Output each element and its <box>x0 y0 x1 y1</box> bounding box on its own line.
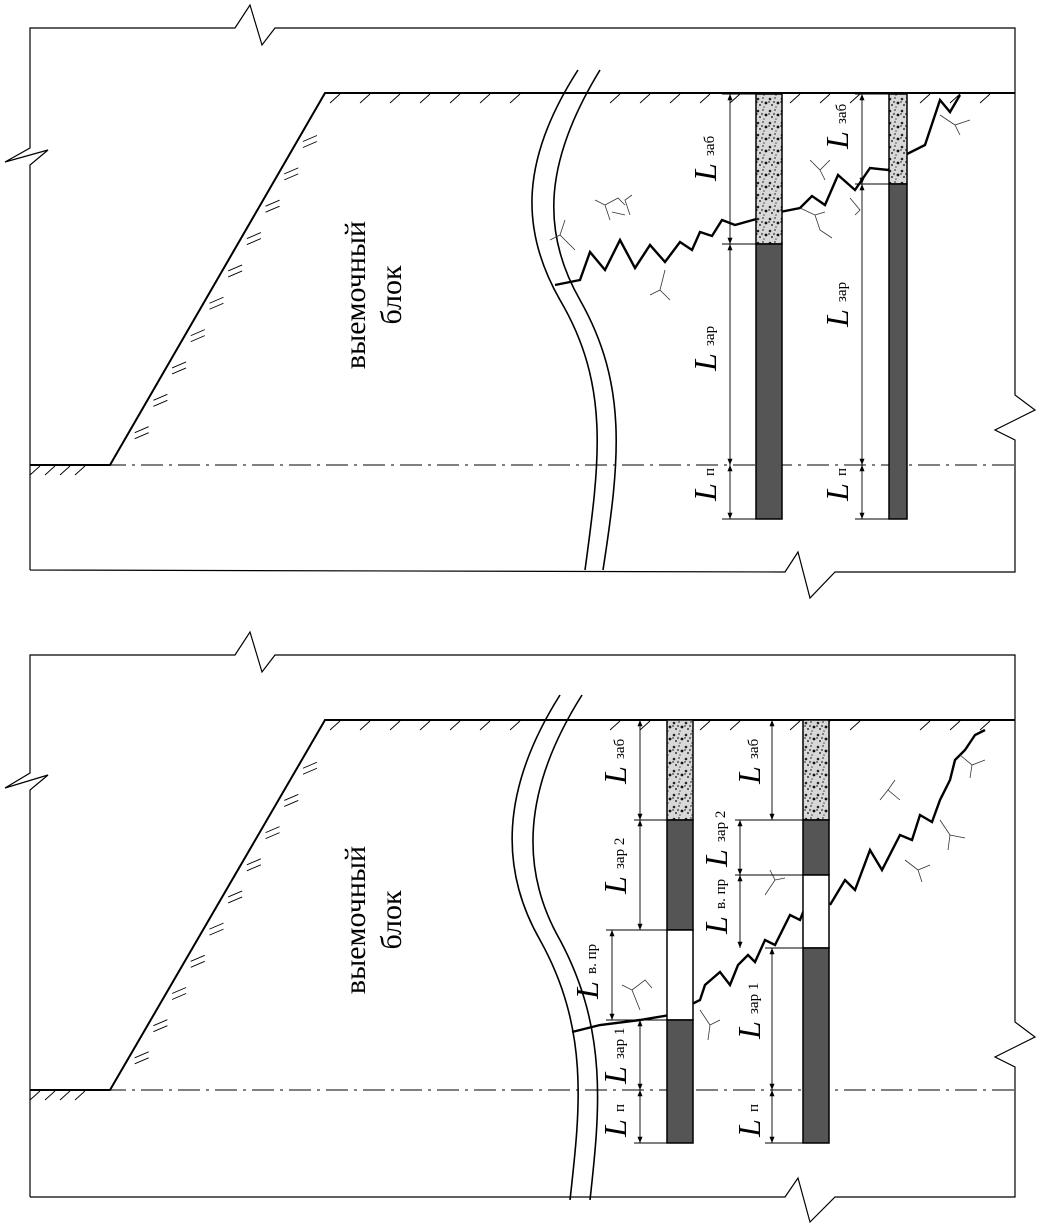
svg-text:зар 1: зар 1 <box>612 1028 628 1059</box>
label-l-charge2-h2-bottom: L зар 2 <box>698 811 734 868</box>
svg-text:заб: заб <box>702 135 718 156</box>
svg-text:зар: зар <box>702 326 718 346</box>
label-l-stemming-h2-bottom: L заб <box>731 738 767 784</box>
stemming-fill <box>666 719 694 821</box>
label-l-subdrill-h2-top: L п <box>819 468 855 502</box>
label-l-subdrill-h1-bottom: L п <box>597 1104 633 1138</box>
blast-hole-2-bottom <box>802 719 830 1144</box>
svg-text:заб: заб <box>612 738 628 759</box>
stemming-fill <box>802 719 830 821</box>
fracture-line-bottom-right <box>828 728 986 906</box>
svg-text:L: L <box>569 981 605 1000</box>
svg-text:L: L <box>597 1066 633 1085</box>
svg-text:п: п <box>702 468 718 476</box>
stemming-fill <box>888 93 908 185</box>
label-l-airgap-h1-bottom: L в. пр <box>569 944 605 1000</box>
svg-text:L: L <box>597 1119 633 1138</box>
svg-text:в. пр: в. пр <box>584 944 600 974</box>
blast-hole-1-bottom <box>666 719 694 1144</box>
frame-top <box>4 3 1037 600</box>
fracture-branches-top <box>549 114 971 301</box>
break-line-top-b <box>553 69 617 571</box>
svg-text:п: п <box>834 468 850 476</box>
svg-text:L: L <box>597 876 633 895</box>
charge-column <box>755 243 783 520</box>
label-l-charge-h2-top: L зар <box>819 282 855 328</box>
svg-text:L: L <box>819 483 855 502</box>
svg-text:выемочный: выемочный <box>339 846 372 994</box>
stemming-fill <box>755 93 783 245</box>
panel-split-charge: L заб L зар 2 L в. пр L зар 1 L п L заб … <box>4 630 1037 1224</box>
break-line-bottom-a <box>511 694 579 1201</box>
svg-text:L: L <box>597 766 633 785</box>
svg-text:зар 2: зар 2 <box>612 838 628 869</box>
svg-text:L: L <box>687 483 723 502</box>
label-l-charge2-h1-bottom: L зар 2 <box>597 838 633 895</box>
dimensions-hole-1-top <box>722 93 756 520</box>
svg-text:выемочный: выемочный <box>339 221 372 369</box>
label-l-subdrill-h1-top: L п <box>687 468 723 502</box>
svg-text:L: L <box>731 1119 767 1138</box>
charge-lower-column <box>802 947 830 1144</box>
svg-text:блок: блок <box>375 265 408 324</box>
label-l-airgap-h2-bottom: L в. пр <box>698 879 734 935</box>
svg-text:L: L <box>731 766 767 785</box>
charge-column <box>888 183 908 520</box>
block-label-top: выемочный блок <box>339 221 408 369</box>
label-l-charge1-h2-bottom: L зар 1 <box>731 983 767 1040</box>
svg-text:зар 1: зар 1 <box>746 983 762 1014</box>
block-label-bottom: выемочный блок <box>339 846 408 994</box>
ground-hatch-top <box>29 93 991 476</box>
svg-text:в. пр: в. пр <box>713 879 729 909</box>
svg-text:зар: зар <box>834 282 850 302</box>
label-l-stemming-h2-top: L заб <box>819 103 855 149</box>
charge-upper-column <box>802 819 830 876</box>
dimensions-hole-2-top <box>855 93 889 520</box>
svg-text:заб: заб <box>746 738 762 759</box>
bench-surface-top <box>30 92 1015 466</box>
label-l-charge1-h1-bottom: L зар 1 <box>597 1028 633 1085</box>
panel-single-charge: L заб L зар L п L заб L зар L п выемочны… <box>4 3 1037 600</box>
svg-text:L: L <box>819 309 855 328</box>
label-l-stemming-h1-top: L заб <box>687 135 723 181</box>
svg-text:L: L <box>698 916 734 935</box>
dimensions-hole-2-bottom <box>735 719 803 1144</box>
svg-text:п: п <box>746 1104 762 1112</box>
svg-text:L: L <box>687 163 723 182</box>
air-gap <box>666 929 694 1021</box>
charge-upper-column <box>666 819 694 931</box>
fracture-line-bottom-left <box>571 904 808 1034</box>
label-l-charge-h1-top: L зар <box>687 326 723 372</box>
svg-text:L: L <box>698 849 734 868</box>
svg-text:зар 2: зар 2 <box>713 811 729 842</box>
blast-hole-2-top <box>888 93 908 520</box>
label-l-stemming-h1-bottom: L заб <box>597 738 633 784</box>
label-l-subdrill-h2-bottom: L п <box>731 1104 767 1138</box>
air-gap <box>802 874 830 949</box>
charge-lower-column <box>666 1019 694 1144</box>
fracture-branches-bottom <box>621 754 986 1041</box>
svg-text:блок: блок <box>375 890 408 949</box>
frame-bottom <box>4 630 1037 1224</box>
svg-text:п: п <box>612 1104 628 1112</box>
svg-text:L: L <box>687 353 723 372</box>
break-line-top-a <box>531 69 598 571</box>
ground-hatch-bottom <box>29 720 991 1101</box>
svg-text:L: L <box>819 131 855 150</box>
dimensions-hole-1-bottom <box>606 719 667 1144</box>
svg-text:L: L <box>731 1021 767 1040</box>
svg-text:заб: заб <box>834 103 850 124</box>
break-line-bottom-b <box>532 694 599 1201</box>
blast-hole-1-top <box>755 93 783 520</box>
